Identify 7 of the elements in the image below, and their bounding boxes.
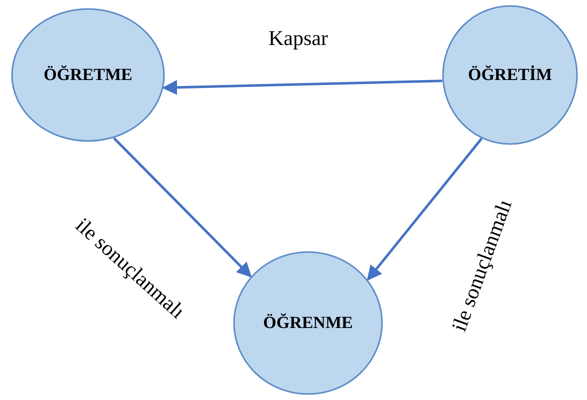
node-label: ÖĞRENME	[263, 313, 353, 333]
node-label: ÖĞRETİM	[468, 65, 552, 85]
arrow	[162, 80, 442, 95]
edge-label: Kapsar	[268, 26, 328, 50]
node-label: ÖĞRETME	[44, 65, 132, 85]
arrow	[366, 138, 483, 281]
arrow	[113, 137, 252, 278]
